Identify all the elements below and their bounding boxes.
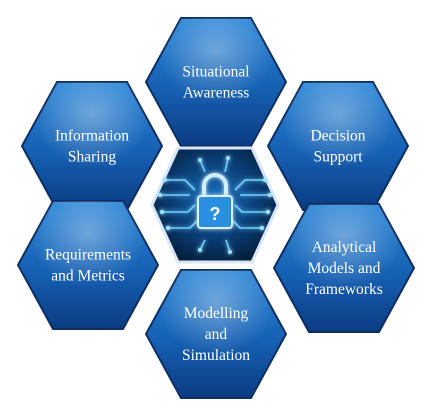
hexagon-highlight bbox=[146, 18, 286, 146]
circuit-traces bbox=[160, 157, 270, 253]
hexagon-highlight bbox=[274, 204, 414, 332]
center-hexagon: ? bbox=[150, 146, 280, 264]
padlock-symbol: ? bbox=[210, 204, 221, 224]
padlock-question-icon: ? bbox=[197, 173, 233, 229]
hexagon-label-line: and bbox=[205, 326, 228, 343]
hexagon-highlight bbox=[146, 270, 286, 398]
hexagon-label-line: Modelling bbox=[184, 305, 249, 322]
hexagon-label-line: Support bbox=[313, 149, 363, 166]
circuit-nodes bbox=[157, 156, 273, 254]
hexagon-label-line: Awareness bbox=[183, 85, 250, 102]
hexagon-highlight bbox=[268, 82, 408, 210]
hexagon-label-line: Frameworks bbox=[305, 281, 383, 298]
hexagon-label-line: Information bbox=[55, 128, 129, 145]
hexagon-label-line: Sharing bbox=[68, 149, 116, 166]
hexagon-label-line: Models and bbox=[308, 260, 381, 277]
hexagon-label-line: Simulation bbox=[182, 347, 250, 364]
hexagon-label-line: and Metrics bbox=[51, 268, 125, 285]
hexagon-highlight bbox=[18, 201, 158, 329]
hexagon-requirements-metrics: Requirements and Metrics bbox=[16, 200, 160, 330]
hexagon-label-line: Situational bbox=[182, 64, 249, 81]
hexagon-highlight bbox=[22, 82, 162, 210]
hexagon-label-line: Analytical bbox=[312, 239, 377, 256]
hexagon-label-line: Decision bbox=[310, 128, 365, 145]
hexagon-label-line: Requirements bbox=[45, 247, 131, 264]
